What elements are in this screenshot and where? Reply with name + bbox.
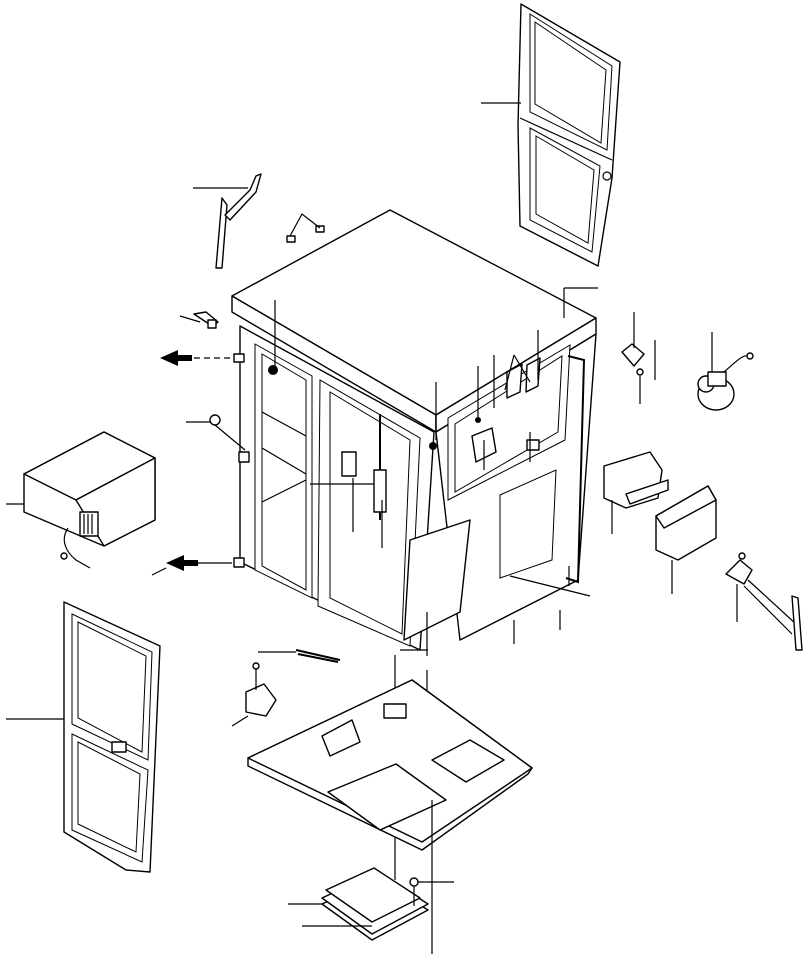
- arrow-left-icon: [160, 350, 178, 366]
- floor-mat-stack: [321, 867, 429, 941]
- wiper-arm-upper: [215, 173, 262, 269]
- wiper-arm-right: [725, 552, 803, 651]
- mounting-bracket: [603, 451, 669, 509]
- clip-left: [179, 311, 219, 329]
- mounting-plate-small: [231, 662, 277, 727]
- spring: [258, 649, 341, 663]
- bolt: [409, 877, 454, 906]
- bolt: [186, 414, 250, 463]
- heater-box: [23, 431, 156, 569]
- cab-shell: [231, 209, 597, 651]
- lamp: [621, 312, 656, 404]
- right-door: [517, 3, 621, 267]
- arrow-rear: [160, 350, 245, 366]
- clip-pair: [286, 213, 325, 243]
- bracket-cover: [655, 485, 717, 561]
- floor-plate: [247, 649, 533, 851]
- motor-assembly: [697, 352, 754, 411]
- arrow-front: [151, 555, 245, 576]
- left-door: [63, 601, 161, 873]
- arrow-left-icon: [166, 555, 184, 571]
